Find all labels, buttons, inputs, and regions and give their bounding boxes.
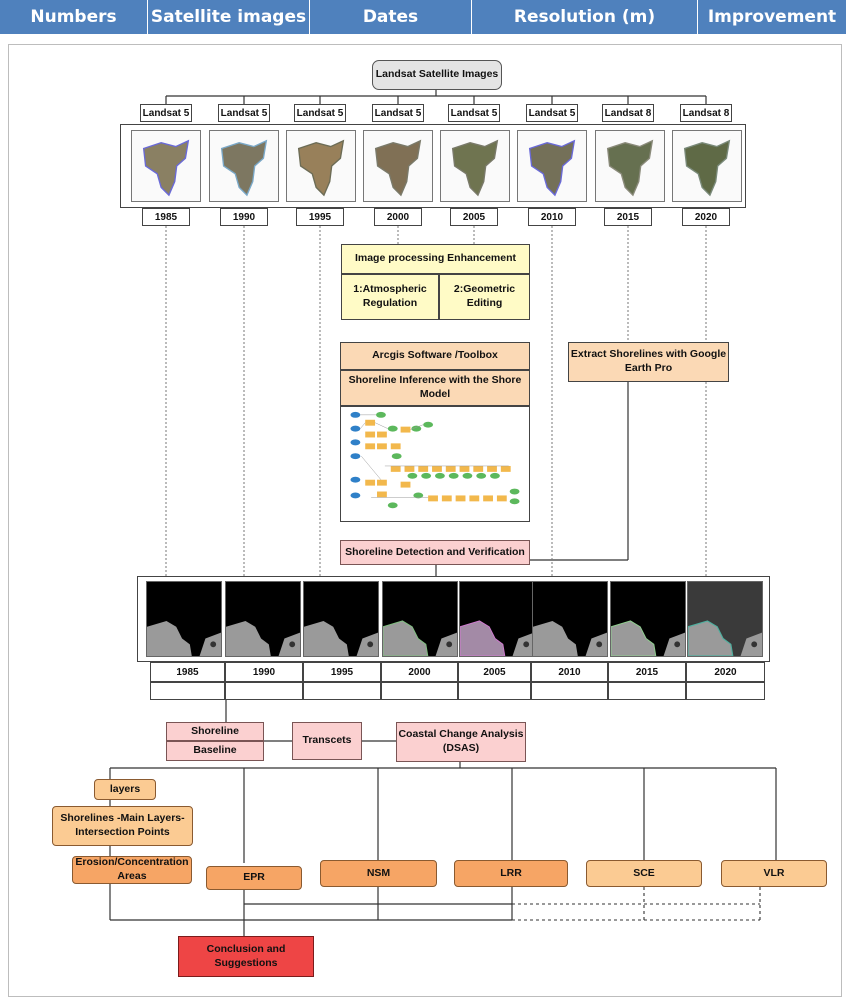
satellite-thumbnail: [286, 130, 356, 202]
sensor-label: Landsat 5: [140, 104, 192, 122]
shoreline-detection-node: Shoreline Detection and Verification: [340, 540, 530, 565]
header-numbers: Numbers: [0, 0, 148, 34]
conclusion-node: Conclusion and Suggestions: [178, 936, 314, 977]
metric-sce: SCE: [586, 860, 702, 887]
sensor-label: Landsat 8: [680, 104, 732, 122]
transects-node: Transcets: [292, 722, 362, 760]
sensor-label: Landsat 5: [448, 104, 500, 122]
baseline-node: Baseline: [166, 741, 264, 761]
arcgis-toolbox-title: Arcgis Software /Toolbox: [340, 342, 530, 370]
empty-cell: [531, 682, 608, 700]
sensor-label: Landsat 8: [602, 104, 654, 122]
image-processing-title: Image processing Enhancement: [341, 244, 530, 274]
metric-lrr: LRR: [454, 860, 568, 887]
table-header-row: Numbers Satellite images Dates Resolutio…: [0, 0, 846, 34]
model-builder-diagram: [340, 406, 530, 522]
year-label: 2005: [450, 208, 498, 226]
empty-cell: [381, 682, 458, 700]
erosion-areas-node: Erosion/Concentration Areas: [72, 856, 192, 884]
sensor-label: Landsat 5: [526, 104, 578, 122]
year-label: 1990: [220, 208, 268, 226]
year-label: 1985: [150, 662, 225, 682]
empty-cell: [225, 682, 303, 700]
metric-epr: EPR: [206, 866, 302, 890]
year-label: 1995: [303, 662, 381, 682]
year-label: 2010: [528, 208, 576, 226]
metric-vlr: VLR: [721, 860, 827, 887]
shore-model-title: Shoreline Inference with the Shore Model: [340, 370, 530, 406]
empty-cell: [608, 682, 686, 700]
year-label: 2020: [682, 208, 730, 226]
sensor-label: Landsat 5: [218, 104, 270, 122]
year-label: 2000: [374, 208, 422, 226]
shoreline-thumbnail: [687, 581, 763, 657]
shoreline-thumbnail: [382, 581, 458, 657]
satellite-thumbnail: [595, 130, 665, 202]
year-label: 2015: [608, 662, 686, 682]
main-layers-node: Shorelines -Main Layers-Intersection Poi…: [52, 806, 193, 846]
year-label: 2000: [381, 662, 458, 682]
header-dates: Dates: [310, 0, 472, 34]
sensor-label: Landsat 5: [372, 104, 424, 122]
satellite-thumbnail: [440, 130, 510, 202]
coastal-change-analysis-node: Coastal Change Analysis (DSAS): [396, 722, 526, 762]
satellite-thumbnail: [363, 130, 433, 202]
layers-node: layers: [94, 779, 156, 800]
empty-cell: [303, 682, 381, 700]
header-satellite-images: Satellite images: [148, 0, 310, 34]
landsat-root-node: Landsat Satellite Images: [372, 60, 502, 90]
year-label: 2015: [604, 208, 652, 226]
sensor-label: Landsat 5: [294, 104, 346, 122]
geometric-editing-step: 2:Geometric Editing: [439, 274, 530, 320]
shoreline-node: Shoreline: [166, 722, 264, 741]
shoreline-thumbnail: [532, 581, 608, 657]
shoreline-thumbnail: [459, 581, 535, 657]
header-improvement: Improvement: [707, 7, 837, 27]
satellite-thumbnail: [672, 130, 742, 202]
year-label: 1985: [142, 208, 190, 226]
empty-cell: [150, 682, 225, 700]
header-resolution: Resolution (m): [472, 0, 698, 34]
satellite-thumbnail: [131, 130, 201, 202]
year-label: 1995: [296, 208, 344, 226]
shoreline-thumbnail: [225, 581, 301, 657]
atmospheric-regulation-step: 1:Atmospheric Regulation: [341, 274, 439, 320]
year-label: 2005: [458, 662, 531, 682]
year-label: 2020: [686, 662, 765, 682]
shoreline-thumbnail: [146, 581, 222, 657]
satellite-thumbnail: [209, 130, 279, 202]
shoreline-thumbnail: [610, 581, 686, 657]
empty-cell: [458, 682, 531, 700]
satellite-thumbnail: [517, 130, 587, 202]
empty-cell: [686, 682, 765, 700]
shoreline-thumbnail: [303, 581, 379, 657]
google-earth-node: Extract Shorelines with Google Earth Pro: [568, 342, 729, 382]
year-label: 1990: [225, 662, 303, 682]
year-label: 2010: [531, 662, 608, 682]
metric-nsm: NSM: [320, 860, 437, 887]
